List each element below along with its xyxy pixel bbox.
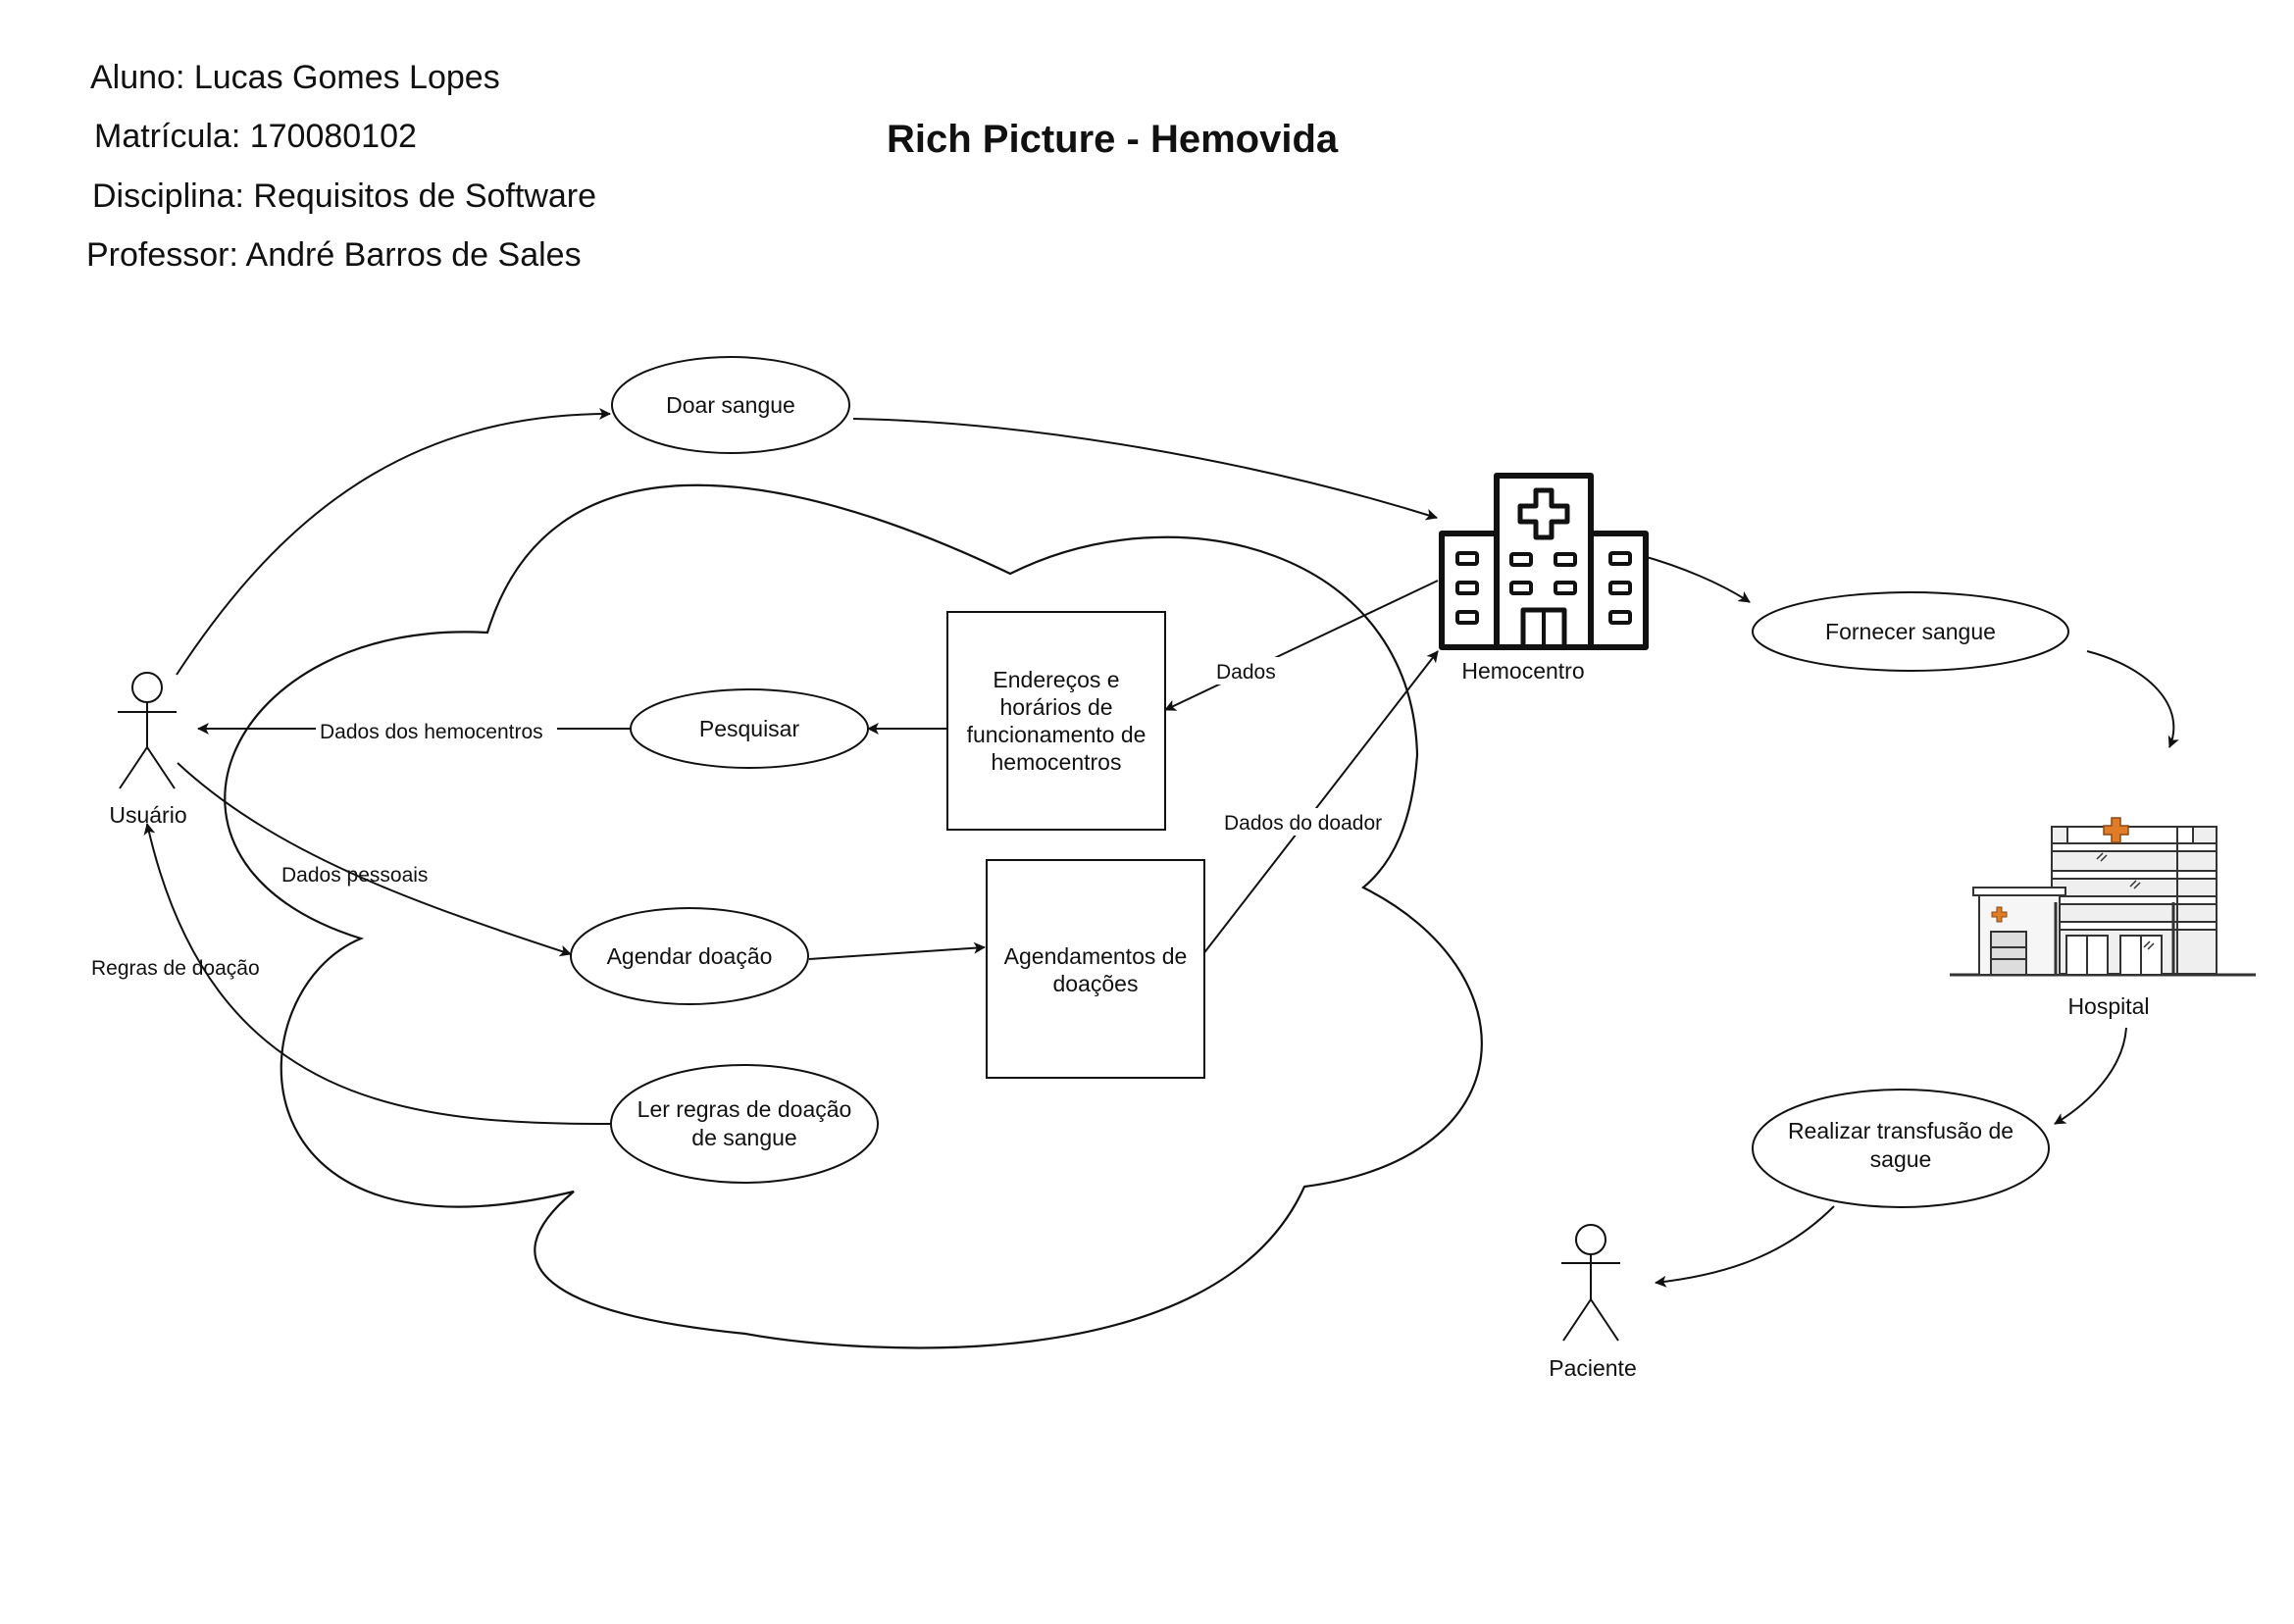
- flow-donate-to-hemocentro: [852, 418, 1438, 521]
- system-boundary-cloud: [224, 483, 1483, 1349]
- store-addresses-label-3: funcionamento de: [967, 722, 1147, 747]
- store-addresses-label-2: horários de: [999, 694, 1112, 720]
- hemocentro-icon: [1439, 473, 1649, 650]
- professor-name: Professor: André Barros de Sales: [86, 236, 582, 274]
- process-supply-blood: [1752, 591, 2069, 672]
- process-donate-blood-label: Doar sangue: [666, 392, 795, 418]
- store-appointments-label-1: Agendamentos de: [1004, 943, 1188, 969]
- process-schedule-donation: [570, 907, 809, 1005]
- actor-patient-label: Paciente: [1549, 1355, 1637, 1381]
- flow-label-donor-data: Dados do doador: [1224, 812, 1382, 835]
- process-read-rules-label-2: de sangue: [691, 1125, 796, 1150]
- store-addresses-label-1: Endereços e: [993, 667, 1119, 692]
- actor-user-label: Usuário: [109, 802, 186, 828]
- flow-label-center-data: Dados dos hemocentros: [320, 721, 543, 743]
- hospital-cross-icon: [2103, 817, 2129, 843]
- flow-hemocentro-to-addresses: [1164, 580, 1439, 711]
- flow-user-to-donate: [176, 408, 611, 676]
- process-transfusion-label-1: Realizar transfusão de: [1788, 1118, 2014, 1143]
- diagram-title: Rich Picture - Hemovida: [887, 118, 1339, 161]
- process-read-rules: [610, 1064, 879, 1184]
- flow-hospital-to-transfusion: [2054, 1027, 2127, 1125]
- process-donate-blood: [611, 356, 850, 454]
- actor-patient: [1561, 1224, 1620, 1342]
- student-name: Aluno: Lucas Gomes Lopes: [90, 59, 500, 96]
- store-appointments-label-2: doações: [1053, 971, 1139, 996]
- process-transfusion-label-2: sague: [1870, 1146, 1932, 1172]
- flow-hemocentro-to-supply: [1639, 554, 1751, 603]
- store-appointments: [986, 859, 1205, 1079]
- hospital-icon: [1950, 826, 2256, 977]
- process-search-label: Pesquisar: [699, 716, 800, 741]
- process-supply-blood-label: Fornecer sangue: [1825, 619, 1996, 644]
- store-addresses: [946, 611, 1166, 831]
- course-name: Disciplina: Requisitos de Software: [92, 178, 597, 215]
- hospital-label: Hospital: [2067, 993, 2149, 1019]
- flow-label-data: Dados: [1216, 661, 1276, 684]
- process-search: [630, 688, 869, 769]
- actor-user: [118, 672, 177, 789]
- process-schedule-donation-label: Agendar doação: [607, 943, 773, 969]
- flow-transfusion-to-patient: [1655, 1205, 1835, 1288]
- process-read-rules-label-1: Ler regras de doação: [637, 1096, 852, 1122]
- flow-schedule-to-appointments: [808, 941, 986, 960]
- flow-appointments-to-hemocentro: [1201, 650, 1439, 956]
- flow-user-to-schedule: [177, 762, 572, 957]
- flow-label-donation-rules: Regras de doação: [91, 957, 260, 980]
- flow-label-personal-data: Dados pessoais: [281, 864, 428, 887]
- registration-number: Matrícula: 170080102: [94, 118, 417, 155]
- flow-supply-to-hospital: [2086, 650, 2179, 748]
- hospital-small-cross-icon: [1991, 906, 2008, 923]
- store-addresses-label-4: hemocentros: [992, 749, 1122, 775]
- flow-rules-to-user: [143, 823, 611, 1125]
- process-transfusion: [1752, 1089, 2050, 1208]
- hemocentro-label: Hemocentro: [1461, 658, 1584, 684]
